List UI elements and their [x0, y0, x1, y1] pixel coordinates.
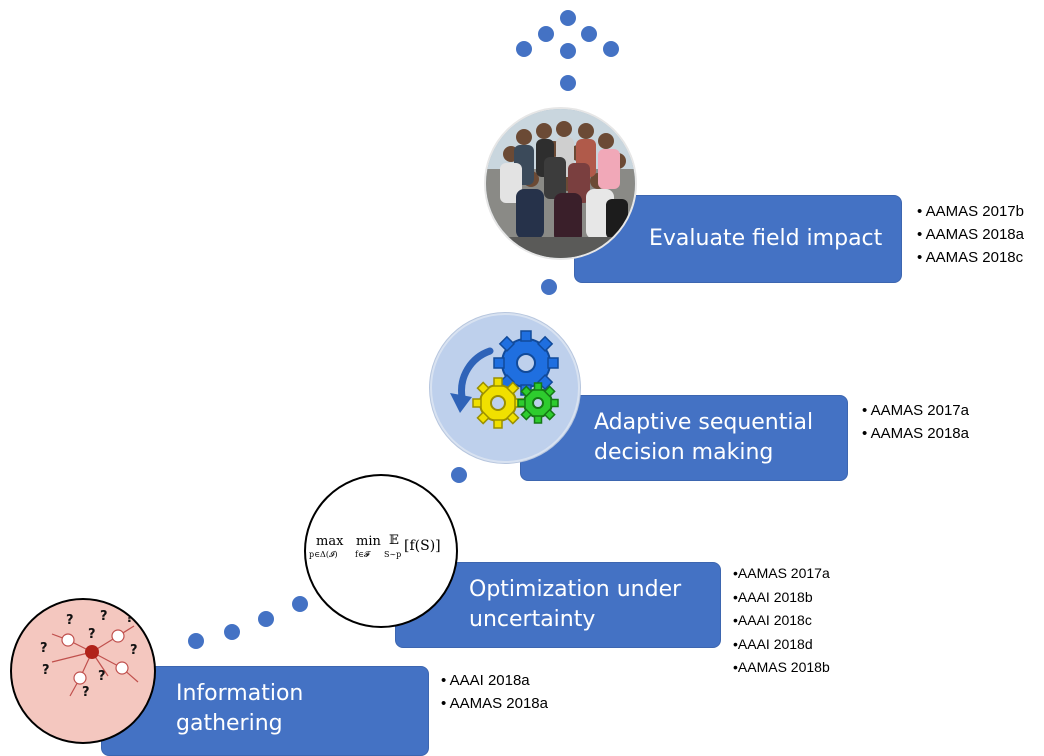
ref-item: •AAMAS 2017a — [733, 565, 830, 581]
connector-dot — [258, 611, 274, 627]
field-impact-refs: • AAMAS 2017b • AAMAS 2018a • AAMAS 2018… — [917, 200, 1024, 269]
unknown-mark: ? — [42, 663, 50, 678]
formula-circle: max p∈Δ(𝓘) min f∈𝓕 𝔼 S∼p [f(S)] — [304, 474, 458, 628]
arrowhead-dot — [581, 26, 597, 42]
ref-item: •AAAI 2018d — [733, 635, 813, 652]
yellow-gear-icon — [472, 377, 524, 429]
step-title: Information gathering — [176, 681, 304, 736]
group-photo-image — [486, 109, 635, 258]
unknown-mark: ? — [98, 669, 106, 684]
center-node — [85, 645, 99, 659]
step-title: Adaptive sequential decision making — [594, 410, 814, 465]
ref-item: • AAMAS 2018a — [862, 425, 969, 442]
formula-body: [f(S)] — [404, 538, 441, 554]
arrowhead-dot — [560, 10, 576, 26]
connector-dot — [451, 467, 467, 483]
team-photo — [484, 107, 637, 260]
ref-item: •AAMAS 2018b — [733, 659, 830, 675]
optimization-refs: •AAMAS 2017a •AAAI 2018b •AAAI 2018c •AA… — [733, 562, 830, 680]
ref-item: •AAAI 2018c — [733, 612, 812, 628]
arrowhead-dot — [603, 41, 619, 57]
adaptive-refs: • AAMAS 2017a • AAMAS 2018a — [862, 399, 969, 445]
unknown-mark: ? — [82, 685, 90, 700]
network-icon: ? ? ? ? ? ? ? ? ? — [10, 598, 156, 744]
formula-max-sub: p∈Δ(𝓘) — [309, 550, 338, 559]
formula-max: max — [316, 534, 344, 549]
arrowhead-dot — [560, 43, 576, 59]
step-title: Evaluate field impact — [649, 226, 883, 251]
unknown-mark: ? — [100, 609, 108, 624]
unknown-mark: ? — [126, 611, 134, 626]
gears-icon — [450, 330, 559, 429]
ref-item: • AAMAS 2018a — [917, 226, 1024, 243]
unknown-mark: ? — [66, 613, 74, 628]
blue-gear-icon — [493, 330, 559, 396]
green-gear-icon — [517, 382, 559, 424]
connector-dot — [188, 633, 204, 649]
formula: max p∈Δ(𝓘) min f∈𝓕 𝔼 S∼p [f(S)] — [306, 533, 456, 570]
step-title: Optimization under uncertainty — [469, 577, 682, 632]
arrowhead-dot — [538, 26, 554, 42]
unknown-mark: ? — [88, 627, 96, 642]
ref-item: • AAMAS 2017a — [862, 402, 969, 419]
connector-dot — [292, 596, 308, 612]
arrowhead-dot — [516, 41, 532, 57]
connector-dot — [541, 279, 557, 295]
step-information-gathering-box: Information gathering — [101, 666, 429, 756]
formula-expectation-sub: S∼p — [384, 550, 402, 559]
info-gathering-refs: • AAAI 2018a • AAMAS 2018a — [441, 669, 548, 715]
ref-item: • AAMAS 2017b — [917, 203, 1024, 220]
connector-dot — [560, 75, 576, 91]
gears-circle — [430, 313, 580, 463]
ref-item: •AAAI 2018b — [733, 588, 813, 605]
formula-min-sub: f∈𝓕 — [355, 550, 370, 559]
ref-item: • AAMAS 2018c — [917, 249, 1024, 266]
formula-expectation: 𝔼 — [389, 533, 399, 548]
unknown-mark: ? — [130, 643, 138, 658]
network-graph: ? ? ? ? ? ? ? ? ? — [40, 609, 139, 700]
unknown-mark: ? — [40, 641, 48, 656]
connector-dot — [224, 624, 240, 640]
ref-item: • AAAI 2018a — [441, 672, 530, 689]
formula-min: min — [356, 534, 381, 549]
ref-item: • AAMAS 2018a — [441, 695, 548, 712]
